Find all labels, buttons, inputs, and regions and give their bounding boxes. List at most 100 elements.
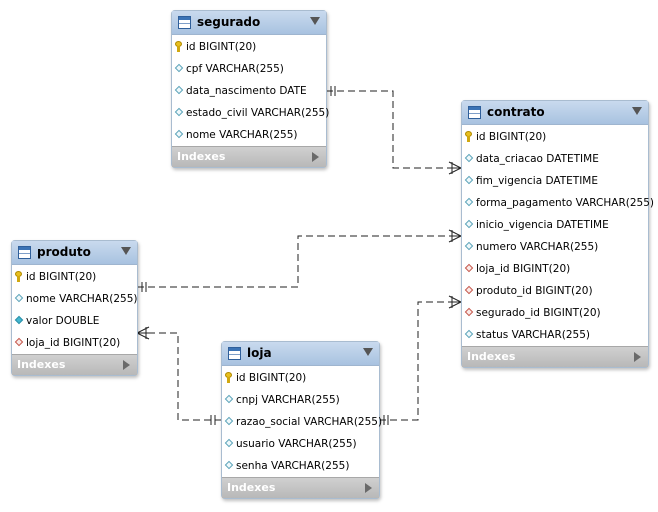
collapse-arrow-icon[interactable] bbox=[632, 107, 642, 115]
column-icon bbox=[464, 219, 474, 229]
column-icon bbox=[464, 329, 474, 339]
table-icon bbox=[468, 106, 481, 119]
collapse-arrow-icon[interactable] bbox=[363, 348, 373, 356]
collapse-arrow-icon[interactable] bbox=[310, 17, 320, 25]
column-icon bbox=[224, 394, 234, 404]
indexes-section[interactable]: Indexes bbox=[222, 477, 379, 498]
table-header[interactable]: contrato bbox=[462, 101, 648, 125]
expand-arrow-icon[interactable] bbox=[123, 360, 130, 370]
column-row[interactable]: nome VARCHAR(255) bbox=[172, 124, 326, 146]
column-icon bbox=[174, 129, 184, 139]
not-null-column-icon bbox=[14, 315, 24, 325]
indexes-section[interactable]: Indexes bbox=[172, 146, 326, 167]
column-icon bbox=[224, 416, 234, 426]
column-icon bbox=[14, 293, 24, 303]
column-row[interactable]: forma_pagamento VARCHAR(255) bbox=[462, 192, 654, 214]
column-icon bbox=[224, 460, 234, 470]
column-label: razao_social VARCHAR(255) bbox=[236, 416, 383, 428]
column-row[interactable]: id BIGINT(20) bbox=[462, 126, 648, 148]
column-icon bbox=[174, 63, 184, 73]
indexes-label: Indexes bbox=[17, 358, 66, 371]
expand-arrow-icon[interactable] bbox=[365, 483, 372, 493]
table-header[interactable]: produto bbox=[12, 241, 137, 265]
relationship-segurado-contrato bbox=[326, 90, 461, 169]
relationship-produto-contrato bbox=[137, 235, 461, 288]
column-row[interactable]: usuario VARCHAR(255) bbox=[222, 433, 379, 455]
column-row[interactable]: cnpj VARCHAR(255) bbox=[222, 389, 379, 411]
relationship-loja-produto bbox=[137, 332, 221, 421]
column-label: usuario VARCHAR(255) bbox=[236, 438, 357, 450]
foreign-key-icon bbox=[464, 263, 474, 273]
column-row[interactable]: id BIGINT(20) bbox=[172, 36, 326, 58]
column-label: loja_id BIGINT(20) bbox=[476, 263, 571, 275]
column-row[interactable]: id BIGINT(20) bbox=[12, 266, 137, 288]
indexes-label: Indexes bbox=[177, 150, 226, 163]
column-icon bbox=[464, 197, 474, 207]
table-icon bbox=[18, 246, 31, 259]
column-row[interactable]: loja_id BIGINT(20) bbox=[462, 258, 648, 280]
table-name: segurado bbox=[197, 15, 261, 29]
one-mark-produto bbox=[141, 282, 147, 292]
column-label: cpf VARCHAR(255) bbox=[186, 63, 284, 75]
many-mark-contrato-loja bbox=[448, 295, 463, 309]
expand-arrow-icon[interactable] bbox=[634, 352, 641, 362]
column-row[interactable]: status VARCHAR(255) bbox=[462, 324, 648, 346]
column-label: produto_id BIGINT(20) bbox=[476, 285, 593, 297]
primary-key-icon bbox=[15, 271, 22, 282]
column-icon bbox=[464, 153, 474, 163]
table-icon bbox=[178, 16, 191, 29]
one-mark-loja-left bbox=[210, 415, 216, 425]
column-row[interactable]: senha VARCHAR(255) bbox=[222, 455, 379, 477]
many-mark-produto-loja bbox=[135, 326, 150, 340]
table-contrato[interactable]: contrato id BIGINT(20) data_criacao DATE… bbox=[461, 100, 654, 368]
primary-key-icon bbox=[465, 131, 472, 142]
column-row[interactable]: cpf VARCHAR(255) bbox=[172, 58, 326, 80]
column-row[interactable]: id BIGINT(20) bbox=[222, 367, 379, 389]
column-row[interactable]: razao_social VARCHAR(255) bbox=[222, 411, 383, 433]
table-icon bbox=[228, 347, 241, 360]
primary-key-icon bbox=[225, 372, 232, 383]
column-row[interactable]: estado_civil VARCHAR(255) bbox=[172, 102, 329, 124]
column-row[interactable]: produto_id BIGINT(20) bbox=[462, 280, 648, 302]
column-label: senha VARCHAR(255) bbox=[236, 460, 350, 472]
column-icon bbox=[174, 85, 184, 95]
table-loja[interactable]: loja id BIGINT(20) cnpj VARCHAR(255) raz… bbox=[221, 341, 383, 499]
column-icon bbox=[464, 241, 474, 251]
column-row[interactable]: segurado_id BIGINT(20) bbox=[462, 302, 648, 324]
column-row[interactable]: inicio_vigencia DATETIME bbox=[462, 214, 648, 236]
column-row[interactable]: data_nascimento DATE bbox=[172, 80, 326, 102]
indexes-section[interactable]: Indexes bbox=[462, 346, 648, 367]
column-label: segurado_id BIGINT(20) bbox=[476, 307, 601, 319]
column-label: nome VARCHAR(255) bbox=[26, 293, 138, 305]
column-label: cnpj VARCHAR(255) bbox=[236, 394, 340, 406]
column-row[interactable]: valor DOUBLE bbox=[12, 310, 137, 332]
table-produto[interactable]: produto id BIGINT(20) nome VARCHAR(255) … bbox=[11, 240, 138, 376]
indexes-label: Indexes bbox=[467, 350, 516, 363]
table-header[interactable]: segurado bbox=[172, 11, 326, 35]
expand-arrow-icon[interactable] bbox=[312, 152, 319, 162]
column-row[interactable]: data_criacao DATETIME bbox=[462, 148, 648, 170]
indexes-section[interactable]: Indexes bbox=[12, 354, 137, 375]
relationship-loja-contrato bbox=[379, 301, 461, 421]
collapse-arrow-icon[interactable] bbox=[121, 247, 131, 255]
table-header[interactable]: loja bbox=[222, 342, 379, 366]
column-row[interactable]: fim_vigencia DATETIME bbox=[462, 170, 648, 192]
column-label: status VARCHAR(255) bbox=[476, 329, 591, 341]
column-label: numero VARCHAR(255) bbox=[476, 241, 599, 253]
column-row[interactable]: loja_id BIGINT(20) bbox=[12, 332, 137, 354]
table-segurado[interactable]: segurado id BIGINT(20) cpf VARCHAR(255) … bbox=[171, 10, 329, 168]
column-row[interactable]: nome VARCHAR(255) bbox=[12, 288, 138, 310]
column-label: data_nascimento DATE bbox=[186, 85, 307, 97]
column-label: id BIGINT(20) bbox=[186, 41, 257, 53]
table-name: loja bbox=[247, 346, 272, 360]
column-label: data_criacao DATETIME bbox=[476, 153, 599, 165]
foreign-key-icon bbox=[14, 337, 24, 347]
column-label: loja_id BIGINT(20) bbox=[26, 337, 121, 349]
column-label: fim_vigencia DATETIME bbox=[476, 175, 598, 187]
column-label: valor DOUBLE bbox=[26, 315, 100, 327]
column-label: inicio_vigencia DATETIME bbox=[476, 219, 609, 231]
column-label: id BIGINT(20) bbox=[26, 271, 97, 283]
column-icon bbox=[174, 107, 184, 117]
column-row[interactable]: numero VARCHAR(255) bbox=[462, 236, 648, 258]
column-label: id BIGINT(20) bbox=[236, 372, 307, 384]
